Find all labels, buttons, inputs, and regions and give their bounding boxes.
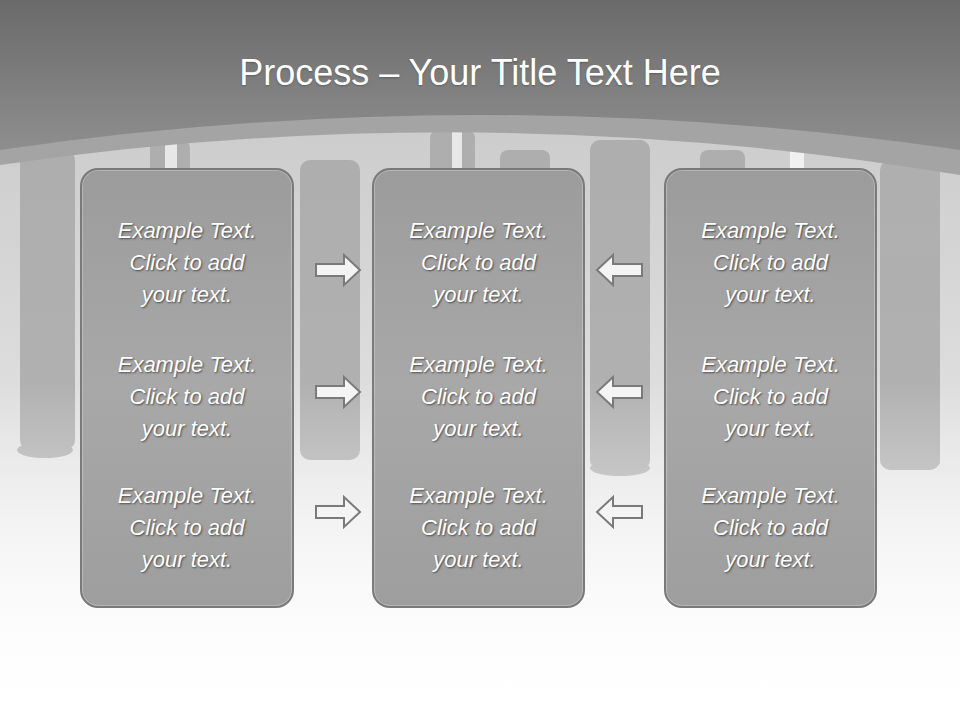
block-arrow [597, 255, 642, 285]
slide-title: Process – Your Title Text Here [0, 52, 960, 94]
example-text: Example Text. Click to add your text. [399, 349, 559, 445]
example-text: Example Text. Click to add your text. [399, 215, 559, 311]
process-column: Example Text. Click to add your text. Exa… [80, 168, 294, 608]
process-column: Example Text. Click to add your text. Exa… [664, 168, 877, 608]
example-text: Example Text. Click to add your text. [691, 480, 851, 576]
block-arrow [597, 377, 642, 407]
block-arrow [316, 255, 360, 285]
example-text: Example Text. Click to add your text. [399, 480, 559, 576]
example-text: Example Text. Click to add your text. [107, 349, 267, 445]
example-text: Example Text. Click to add your text. [107, 215, 267, 311]
example-text: Example Text. Click to add your text. [691, 215, 851, 311]
example-text: Example Text. Click to add your text. [107, 480, 267, 576]
example-text: Example Text. Click to add your text. [691, 349, 851, 445]
block-arrow [597, 497, 642, 527]
block-arrow [316, 377, 360, 407]
process-column: Example Text. Click to add your text. Exa… [372, 168, 585, 608]
block-arrow [316, 497, 360, 527]
